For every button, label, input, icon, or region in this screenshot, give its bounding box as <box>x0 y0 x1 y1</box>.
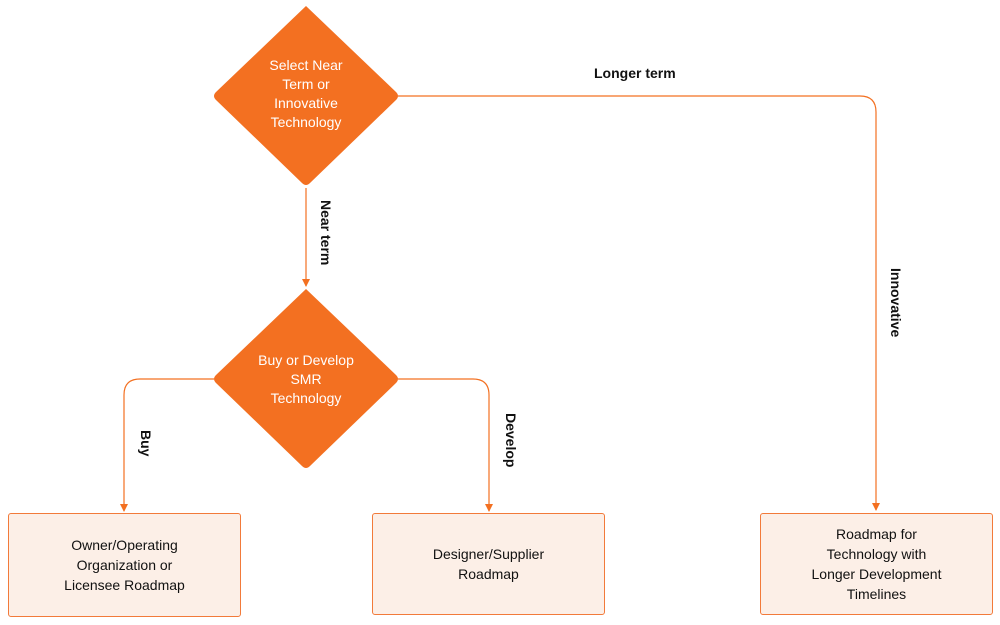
edge-label-develop: Develop <box>503 413 519 468</box>
box-designer-roadmap: Designer/Supplier Roadmap <box>372 513 605 615</box>
edge-label-near-term: Near term <box>318 200 334 266</box>
edge-label-buy: Buy <box>138 430 154 457</box>
decision-technology-label: Select Near Term or Innovative Technolog… <box>269 57 343 130</box>
box-owner-roadmap: Owner/Operating Organization or Licensee… <box>8 513 241 617</box>
connector-buy <box>120 378 214 512</box>
decision-buy-develop-label: Buy or Develop SMR Technology <box>258 351 354 406</box>
decision-diamond-technology <box>214 6 398 185</box>
connector-develop <box>398 378 493 512</box>
connector-longer-term <box>398 95 880 511</box>
edge-label-longer-term: Longer term <box>594 65 676 81</box>
edge-label-innovative: Innovative <box>888 268 904 338</box>
decision-diamond-buy-develop <box>214 289 398 468</box>
box-longer-development-roadmap: Roadmap for Technology with Longer Devel… <box>760 513 993 615</box>
